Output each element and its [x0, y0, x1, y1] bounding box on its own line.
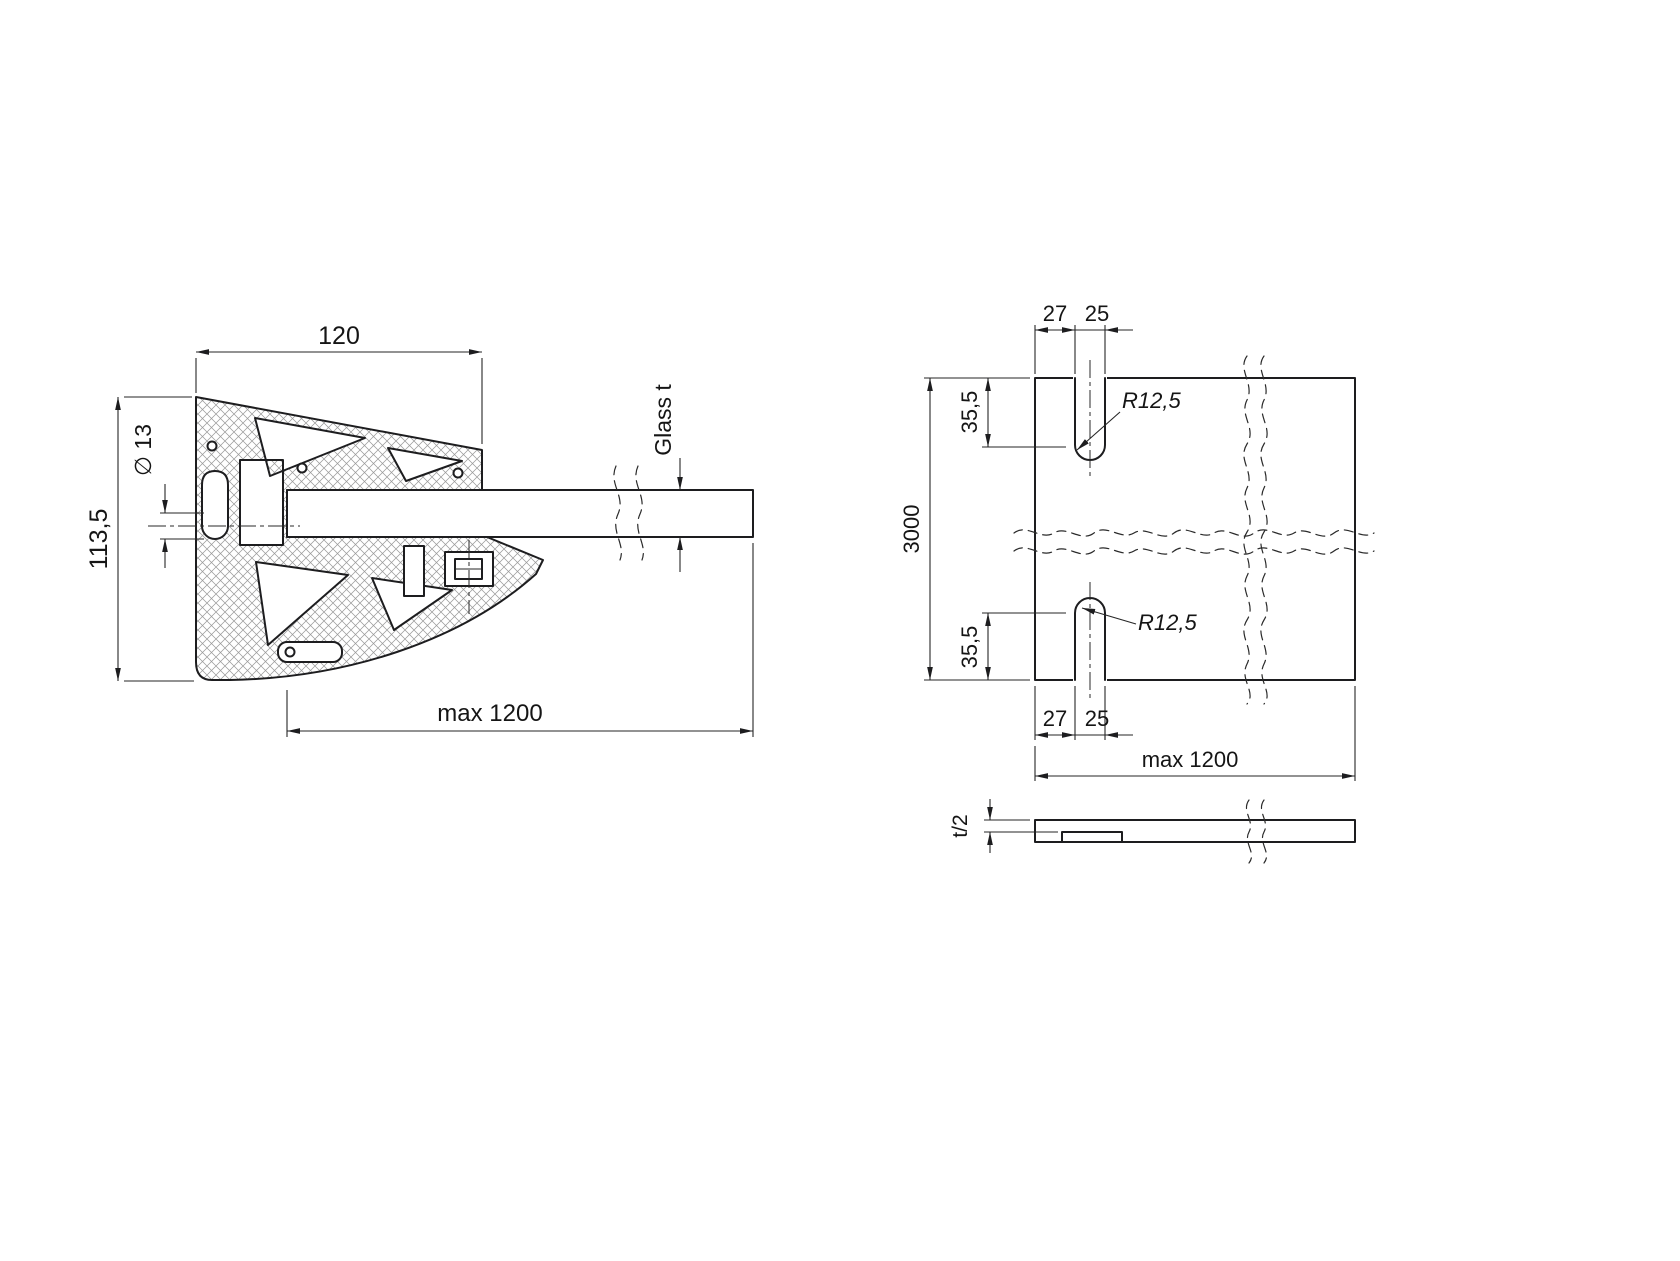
glass-break-line	[635, 465, 644, 561]
profile-cross-section	[195, 396, 544, 681]
dim-edge-distance-bottom-label: 35,5	[957, 626, 982, 669]
break-line-vertical	[1260, 799, 1268, 864]
section-view: 120 113,5 ∅ 13 Glass t max 1	[85, 322, 754, 737]
dim-half-thickness: t/2	[949, 799, 1058, 853]
dim-slot-width-top-label: 25	[1085, 301, 1109, 326]
break-line-vertical	[1243, 355, 1251, 705]
fastener-port-icon	[296, 462, 308, 474]
dim-panel-height: 3000	[899, 377, 1030, 681]
dim-hole-diameter-label: ∅ 13	[130, 424, 156, 476]
break-line-horizontal	[1013, 547, 1375, 555]
dim-slot-width-bottom-label: 25	[1085, 706, 1109, 731]
slot-top	[1074, 360, 1106, 478]
dim-hole-diameter: ∅ 13	[130, 424, 204, 568]
dim-edge-distance-top: 35,5	[957, 377, 1066, 448]
gasket-pin	[284, 646, 296, 658]
thickness-view: t/2	[949, 799, 1356, 864]
radius-callout-bottom: R12,5	[1081, 607, 1197, 635]
dim-profile-height: 113,5	[85, 396, 194, 682]
glass-break-line	[613, 465, 622, 561]
break-line-vertical	[1245, 799, 1253, 864]
dim-panel-height-label: 3000	[899, 505, 924, 554]
dim-slot-bottom: 27 25	[1034, 686, 1133, 740]
recess-detail	[1061, 831, 1123, 843]
radius-top-label: R12,5	[1122, 388, 1181, 413]
leader-line	[1081, 607, 1137, 625]
dim-panel-max-width: max 1200	[1034, 686, 1356, 781]
fastener-port-icon	[206, 440, 218, 452]
thickness-outline	[1034, 819, 1356, 843]
dim-profile-height-label: 113,5	[85, 509, 113, 570]
dim-panel-max-width-label: max 1200	[1142, 747, 1239, 772]
dim-slot-top: 27 25	[1034, 301, 1133, 374]
clamp-plate	[403, 545, 425, 597]
dim-profile-width-label: 120	[318, 322, 360, 350]
radius-bottom-label: R12,5	[1138, 610, 1197, 635]
panel-elevation-view: 27 25 35,5 R12,5 3000 35,5	[899, 301, 1375, 781]
gasket	[277, 641, 343, 663]
glass-thickness-label: Glass t	[650, 384, 676, 456]
panel-outline	[1034, 377, 1356, 681]
dim-edge-distance-top-label: 35,5	[957, 391, 982, 434]
dim-max-span: max 1200	[286, 543, 754, 737]
break-line-vertical	[1260, 355, 1268, 705]
dim-slot-offset-bottom-label: 27	[1043, 706, 1067, 731]
radius-callout-top: R12,5	[1076, 388, 1181, 451]
gasket-detail	[277, 641, 343, 663]
fastener-port-icon	[452, 467, 464, 479]
slot-bottom	[1074, 582, 1106, 700]
glass-pane	[286, 489, 754, 538]
dim-slot-offset-top-label: 27	[1043, 301, 1067, 326]
dim-half-thickness-label: t/2	[949, 814, 972, 837]
leader-line	[1076, 411, 1121, 451]
clamp-detail	[403, 540, 494, 614]
dim-glass-thickness: Glass t	[650, 384, 683, 572]
dim-max-span-label: max 1200	[437, 700, 542, 727]
dim-edge-distance-bottom: 35,5	[957, 612, 1066, 681]
break-line-horizontal	[1013, 529, 1375, 537]
dim-profile-width: 120	[195, 322, 483, 444]
